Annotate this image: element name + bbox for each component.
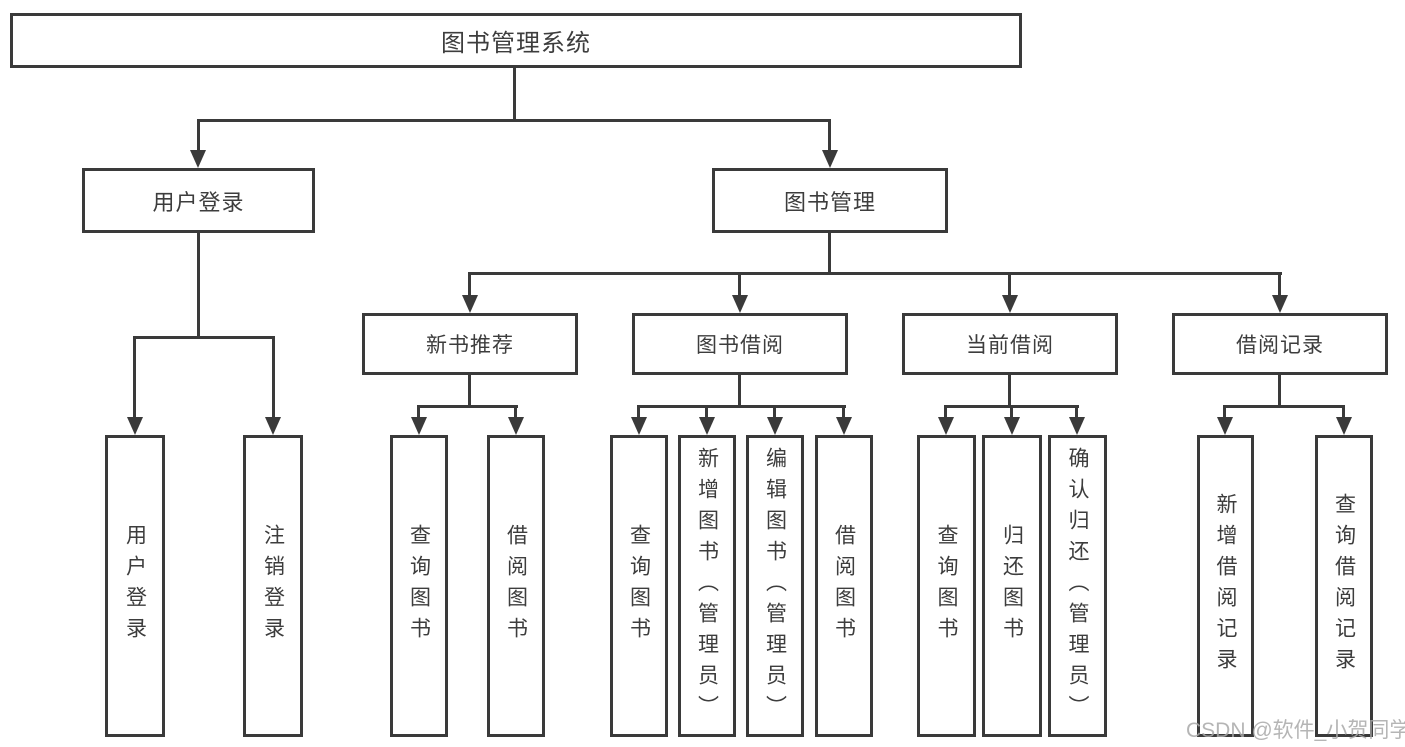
node-borrowing-borrow-books: 借阅图书 [815,435,873,737]
node-new-book-recommend: 新书推荐 [362,313,578,375]
connector-line [738,375,741,405]
arrow-down-icon [1336,417,1352,435]
node-label: 编辑图书（管理员） [763,446,787,726]
arrow-down-icon [508,417,524,435]
arrow-down-icon [1069,417,1085,435]
arrow-down-icon [767,417,783,435]
node-label: 新增借阅记录 [1214,493,1237,679]
connector-line [773,405,776,419]
connector-line [468,375,471,405]
node-user-login-action: 用户登录 [105,435,165,737]
connector-line [1008,375,1011,405]
node-label: 图书管理 [783,189,876,215]
connector-line [1278,272,1281,296]
node-label: 查询图书 [627,524,651,648]
node-recommend-borrow-books: 借阅图书 [487,435,545,737]
node-label: 新增图书（管理员） [695,446,719,726]
node-borrowing-add-books-admin: 新增图书（管理员） [678,435,736,737]
node-records-query-borrow-record: 查询借阅记录 [1315,435,1373,737]
node-current-query-books: 查询图书 [917,435,976,737]
node-borrowing-edit-books-admin: 编辑图书（管理员） [746,435,804,737]
node-label: 注销登录 [261,524,285,648]
connector-line [197,119,200,151]
arrow-down-icon [822,150,838,168]
connector-line [1342,405,1345,419]
connector-line [514,405,517,419]
node-current-return-books: 归还图书 [982,435,1042,737]
node-label: 查询图书 [935,524,958,648]
connector-line [1008,272,1011,296]
node-user-login: 用户登录 [82,168,315,233]
arrow-down-icon [265,417,281,435]
node-label: 查询图书 [407,524,431,648]
node-book-management: 图书管理 [712,168,948,233]
arrow-down-icon [699,417,715,435]
arrow-down-icon [732,295,748,313]
node-logout-action: 注销登录 [243,435,303,737]
node-current-confirm-return-admin: 确认归还（管理员） [1048,435,1107,737]
csdn-watermark: CSDN @软件_小贺同学 [1186,719,1405,742]
connector-line [1278,375,1281,405]
connector-line [197,119,831,122]
node-records-add-borrow-record: 新增借阅记录 [1197,435,1254,737]
connector-line [1225,405,1344,408]
connector-line [705,405,708,419]
node-label: 用户登录 [123,524,147,648]
connector-line [639,405,846,408]
node-book-borrowing: 图书借阅 [632,313,848,375]
node-label: 借阅记录 [1236,334,1324,357]
node-recommend-query-books: 查询图书 [390,435,448,737]
arrow-down-icon [631,417,647,435]
connector-line [272,336,275,418]
arrow-down-icon [1272,295,1288,313]
arrow-down-icon [1004,417,1020,435]
arrow-down-icon [411,417,427,435]
connector-line [1010,405,1013,419]
arrow-down-icon [190,150,206,168]
connector-line [513,68,516,119]
node-library-management-system: 图书管理系统 [10,13,1022,68]
node-label: 借阅图书 [832,524,856,648]
connector-line [944,405,947,419]
node-label: 确认归还（管理员） [1066,446,1089,726]
node-label: 用户登录 [152,189,245,215]
arrow-down-icon [836,417,852,435]
node-borrowing-query-books: 查询图书 [610,435,668,737]
connector-line [197,233,200,336]
arrow-down-icon [1217,417,1233,435]
connector-line [133,336,275,339]
node-label: 查询借阅记录 [1332,493,1356,679]
node-borrowing-records: 借阅记录 [1172,313,1388,375]
connector-line [419,405,518,408]
connector-line [470,272,1282,275]
connector-line [133,336,136,418]
node-label: 归还图书 [1000,524,1024,648]
arrow-down-icon [462,295,478,313]
node-label: 当前借阅 [966,334,1054,357]
arrow-down-icon [938,417,954,435]
connector-line [1223,405,1226,419]
connector-line [738,272,741,296]
connector-line [828,233,831,272]
node-label: 图书管理系统 [441,30,591,57]
connector-line [842,405,845,419]
connector-line [828,119,831,151]
connector-line [468,272,471,296]
node-current-borrowing: 当前借阅 [902,313,1118,375]
node-label: 图书借阅 [696,334,784,357]
connector-line [417,405,420,419]
arrow-down-icon [127,417,143,435]
arrow-down-icon [1002,295,1018,313]
connector-line [1075,405,1078,419]
node-label: 新书推荐 [426,334,514,357]
connector-line [637,405,640,419]
node-label: 借阅图书 [504,524,528,648]
